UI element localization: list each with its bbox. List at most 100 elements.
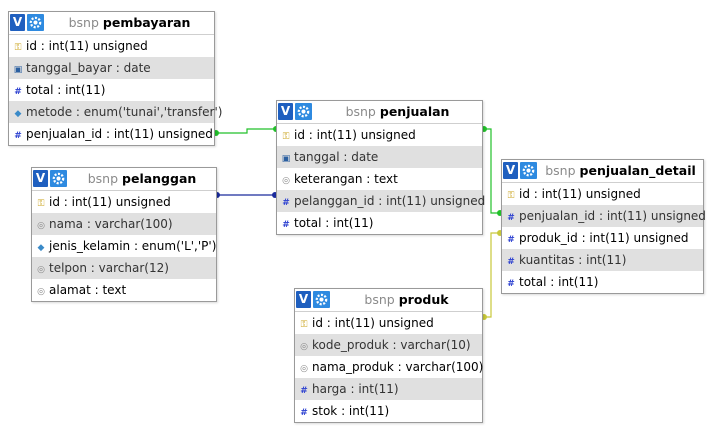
column-row[interactable]: # kuantitas : int(11) xyxy=(502,249,703,271)
num-type-icon: # xyxy=(507,213,515,223)
column-row[interactable]: # penjualan_id : int(11) unsigned xyxy=(502,205,706,227)
column-label: kode_produk : varchar(10) xyxy=(312,338,471,352)
text-type-icon: ◎ xyxy=(282,176,290,186)
text-type-icon: ◎ xyxy=(37,265,45,275)
column-label: penjualan_id : int(11) unsigned xyxy=(519,209,706,223)
gear-icon[interactable] xyxy=(50,170,67,187)
column-row[interactable]: ⚿ id : int(11) unsigned xyxy=(295,312,482,334)
column-label: pelanggan_id : int(11) unsigned xyxy=(294,194,486,208)
num-type-icon: # xyxy=(507,279,515,289)
primary-key-icon: ⚿ xyxy=(282,132,290,142)
toggle-columns-button[interactable]: V xyxy=(296,291,311,308)
column-label: produk_id : int(11) unsigned xyxy=(519,231,689,245)
num-type-icon: # xyxy=(300,386,308,396)
toggle-columns-button[interactable]: V xyxy=(278,103,293,120)
text-type-icon: ◎ xyxy=(37,221,45,231)
column-label: alamat : text xyxy=(49,283,127,297)
column-row[interactable]: ◎ keterangan : text xyxy=(277,168,482,190)
date-type-icon: ▣ xyxy=(13,65,23,75)
primary-key-icon: ⚿ xyxy=(300,320,308,330)
column-row[interactable]: # harga : int(11) xyxy=(295,378,482,400)
column-row[interactable]: # produk_id : int(11) unsigned xyxy=(502,227,703,249)
column-row[interactable]: ◎ telpon : varchar(12) xyxy=(32,257,216,279)
date-type-icon: ▣ xyxy=(281,154,291,164)
num-type-icon: # xyxy=(14,87,22,97)
column-label: total : int(11) xyxy=(294,216,374,230)
text-type-icon: ◎ xyxy=(37,287,45,297)
primary-key-icon: ⚿ xyxy=(14,43,22,53)
column-label: tanggal_bayar : date xyxy=(26,61,151,75)
column-label: jenis_kelamin : enum('L','P') xyxy=(49,239,217,253)
column-label: id : int(11) unsigned xyxy=(26,39,148,53)
column-row[interactable]: ◎nama : varchar(100) xyxy=(32,213,216,235)
column-row[interactable]: ◎ alamat : text xyxy=(32,279,216,301)
column-row[interactable]: ⚿ id : int(11) unsigned xyxy=(277,124,482,146)
column-row[interactable]: ◆ jenis_kelamin : enum('L','P') xyxy=(32,235,217,257)
gear-icon[interactable] xyxy=(520,162,537,179)
column-label: kuantitas : int(11) xyxy=(519,253,627,267)
column-row[interactable]: # pelanggan_id : int(11) unsigned xyxy=(277,190,486,212)
relation-penjualan-detail xyxy=(483,128,501,214)
column-label: penjualan_id : int(11) unsigned xyxy=(26,127,213,141)
column-row[interactable]: # total : int(11) xyxy=(277,212,482,234)
gear-icon[interactable] xyxy=(313,291,330,308)
num-type-icon: # xyxy=(507,235,515,245)
toggle-columns-button[interactable]: V xyxy=(33,170,48,187)
column-label: tanggal : date xyxy=(294,150,379,164)
text-type-icon: ◎ xyxy=(300,342,308,352)
column-label: id : int(11) unsigned xyxy=(49,195,171,209)
column-label: metode : enum('tunai','transfer') xyxy=(26,105,223,119)
num-type-icon: # xyxy=(282,220,290,230)
enum-type-icon: ◆ xyxy=(14,109,22,119)
column-row[interactable]: # total : int(11) xyxy=(502,271,703,293)
column-row[interactable]: # stok : int(11) xyxy=(295,400,482,422)
column-label: total : int(11) xyxy=(519,275,599,289)
gear-icon[interactable] xyxy=(295,103,312,120)
num-type-icon: # xyxy=(300,408,308,418)
column-label: harga : int(11) xyxy=(312,382,399,396)
column-row[interactable]: # total : int(11) xyxy=(9,79,214,101)
column-row[interactable]: ⚿ id : int(11) unsigned xyxy=(502,183,703,205)
relation-produk-detail xyxy=(483,232,501,318)
toggle-columns-button[interactable]: V xyxy=(10,14,25,31)
column-row[interactable]: ⚿id : int(11) unsigned xyxy=(32,191,216,213)
column-row[interactable]: ▣tanggal : date xyxy=(277,146,482,168)
column-label: id : int(11) unsigned xyxy=(312,316,434,330)
relation-pembayaran-penjualan xyxy=(215,128,277,134)
column-label: telpon : varchar(12) xyxy=(49,261,169,275)
column-label: total : int(11) xyxy=(26,83,106,97)
num-type-icon: # xyxy=(507,257,515,267)
num-type-icon: # xyxy=(282,198,290,208)
column-row[interactable]: ▣tanggal_bayar : date xyxy=(9,57,214,79)
column-label: keterangan : text xyxy=(294,172,398,186)
primary-key-icon: ⚿ xyxy=(507,191,515,201)
column-label: nama_produk : varchar(100) xyxy=(312,360,484,374)
column-row[interactable]: ◆ metode : enum('tunai','transfer') xyxy=(9,101,222,123)
column-label: id : int(11) unsigned xyxy=(519,187,641,201)
text-type-icon: ◎ xyxy=(300,364,308,374)
column-row[interactable]: #penjualan_id : int(11) unsigned xyxy=(9,123,214,145)
column-label: stok : int(11) xyxy=(312,404,390,418)
column-row[interactable]: ◎ kode_produk : varchar(10) xyxy=(295,334,482,356)
column-row[interactable]: ⚿ id : int(11) unsigned xyxy=(9,35,214,57)
toggle-columns-button[interactable]: V xyxy=(503,162,518,179)
column-row[interactable]: ◎ nama_produk : varchar(100) xyxy=(295,356,484,378)
gear-icon[interactable] xyxy=(27,14,44,31)
enum-type-icon: ◆ xyxy=(37,243,45,253)
column-label: id : int(11) unsigned xyxy=(294,128,416,142)
